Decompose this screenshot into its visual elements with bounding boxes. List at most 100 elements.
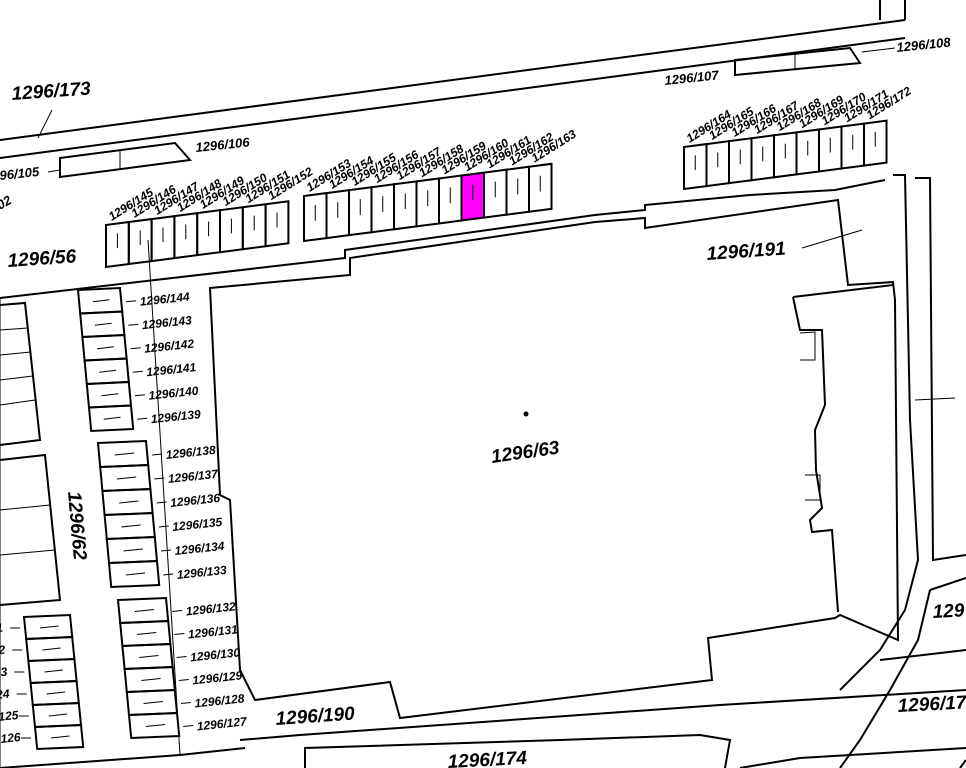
- label-1296-173: 1296/173: [11, 78, 92, 105]
- garage-column-a: [76, 286, 148, 433]
- label-1296-174: 1296/174: [447, 748, 528, 768]
- arrow-right: [914, 397, 956, 401]
- garage-row-b: [303, 162, 553, 243]
- parcel-label: 24: [0, 687, 11, 702]
- leader-line: [114, 452, 135, 456]
- parcel-label: 1296/132: [185, 599, 237, 618]
- label-1296-108: 1296/108: [896, 34, 952, 55]
- leader-line: [139, 655, 159, 658]
- arrow: [172, 610, 183, 612]
- parcel-label: 1296/139: [150, 407, 202, 426]
- arrow: [156, 501, 167, 504]
- arrow: [178, 679, 189, 681]
- leader-line: [103, 416, 121, 420]
- leader-line: [99, 369, 117, 373]
- arrow: [158, 525, 169, 528]
- labels-row-a: 1296/1451296/1461296/1471296/1481296/149…: [106, 164, 316, 223]
- leader-line: [116, 476, 137, 480]
- parcel-label: 1296/143: [141, 313, 193, 332]
- label-1296-191: 1296/191: [706, 239, 787, 265]
- garage-parcel: [33, 723, 85, 751]
- parcel-label: 21: [0, 621, 4, 636]
- garage-row-a: [105, 200, 290, 269]
- garage-column-b: [96, 439, 174, 589]
- arrow-173: [37, 109, 53, 139]
- leader-line: [46, 691, 66, 695]
- label-1296-17: 1296/17: [897, 692, 966, 717]
- leader-line: [97, 346, 114, 350]
- label-02: 02: [0, 192, 15, 213]
- parcel-label: 1296/133: [176, 563, 228, 582]
- parcel-label: 1296/129: [192, 668, 244, 687]
- arrow: [174, 633, 185, 635]
- labels-column-b: 1296/138 1296/137 1296/136 1296/135 1296/134…: [165, 443, 228, 582]
- centroid-marker: [523, 411, 529, 417]
- parcel-label: 1296/128: [194, 691, 246, 710]
- leader-line: [143, 701, 163, 704]
- labels-row-b: 1296/1531296/1541296/1551296/1561296/157…: [304, 127, 579, 195]
- parcel-label: 1296/131: [187, 622, 239, 641]
- label-1296-107: 1296/107: [664, 67, 720, 88]
- arrow: [130, 347, 141, 350]
- left-strip: [0, 239, 181, 768]
- leader-line: [92, 299, 110, 303]
- label-1296-62: 1296/62: [63, 491, 90, 562]
- parcel-label: 22: [0, 643, 6, 658]
- parcel-label: 1296/138: [165, 443, 217, 462]
- garage-parcel: [87, 404, 135, 433]
- label-1296-63: 1296/63: [490, 438, 561, 468]
- parcel-label: 126: [0, 730, 22, 746]
- arrow: [128, 323, 139, 326]
- parcel-label: 125: [0, 708, 19, 724]
- parcel-label: 1296/136: [169, 491, 221, 510]
- leader-line: [48, 713, 68, 717]
- leader-line: [101, 393, 119, 397]
- arrow: [152, 453, 163, 456]
- garage-column-c: [116, 596, 194, 740]
- parcel-label: 1296/137: [167, 467, 220, 486]
- label-105: 96/105: [0, 164, 41, 183]
- garage-row-c: [683, 119, 888, 191]
- leader-line: [141, 678, 161, 681]
- labels-column-a: 1296/144 1296/143 1296/142 1296/141 1296/140…: [139, 290, 202, 427]
- arrow: [134, 394, 146, 397]
- leader-line: [123, 548, 143, 552]
- arrow: [132, 370, 143, 373]
- parcel-label: 1296/142: [143, 337, 195, 356]
- leader-line: [42, 647, 61, 651]
- parcel-label: 1296/134: [174, 539, 226, 558]
- parcel-label: 1296/141: [146, 360, 198, 379]
- leader-line: [145, 724, 166, 727]
- leader-line: [136, 632, 157, 635]
- leader-line: [40, 625, 59, 629]
- leader-line: [119, 500, 139, 504]
- labels-column-c: 1296/132 1296/131 1296/130 1296/129 1296/128…: [185, 599, 249, 733]
- parcel-label: 1296/140: [148, 384, 200, 403]
- arrow: [126, 300, 137, 303]
- leader-line: [125, 572, 146, 576]
- leader-line: [51, 735, 70, 739]
- parcel-label: 1296/135: [172, 515, 224, 534]
- arrow: [163, 573, 174, 576]
- label-1296-106: 1296/106: [195, 134, 251, 155]
- parcel-label: 1296/144: [139, 290, 191, 309]
- garage-parcel: [863, 119, 888, 167]
- small-parcels-top: [59, 46, 862, 179]
- garage-column-left: [10, 613, 85, 751]
- garage-parcel: [528, 162, 553, 213]
- parcel-label: 1296/130: [189, 645, 241, 664]
- arrow: [180, 702, 192, 704]
- label-129: 129: [932, 600, 965, 623]
- arrow-191: [801, 229, 863, 249]
- leader-line: [94, 322, 112, 326]
- garage-parcel: [264, 200, 290, 248]
- parcel-1296-63: [208, 198, 900, 720]
- leader-line: [121, 524, 141, 528]
- road-right: [0, 174, 966, 768]
- arrow: [160, 549, 172, 552]
- parcel-label: 1296/127: [196, 714, 249, 733]
- garage-parcel: [107, 559, 161, 589]
- arrow: [183, 725, 194, 727]
